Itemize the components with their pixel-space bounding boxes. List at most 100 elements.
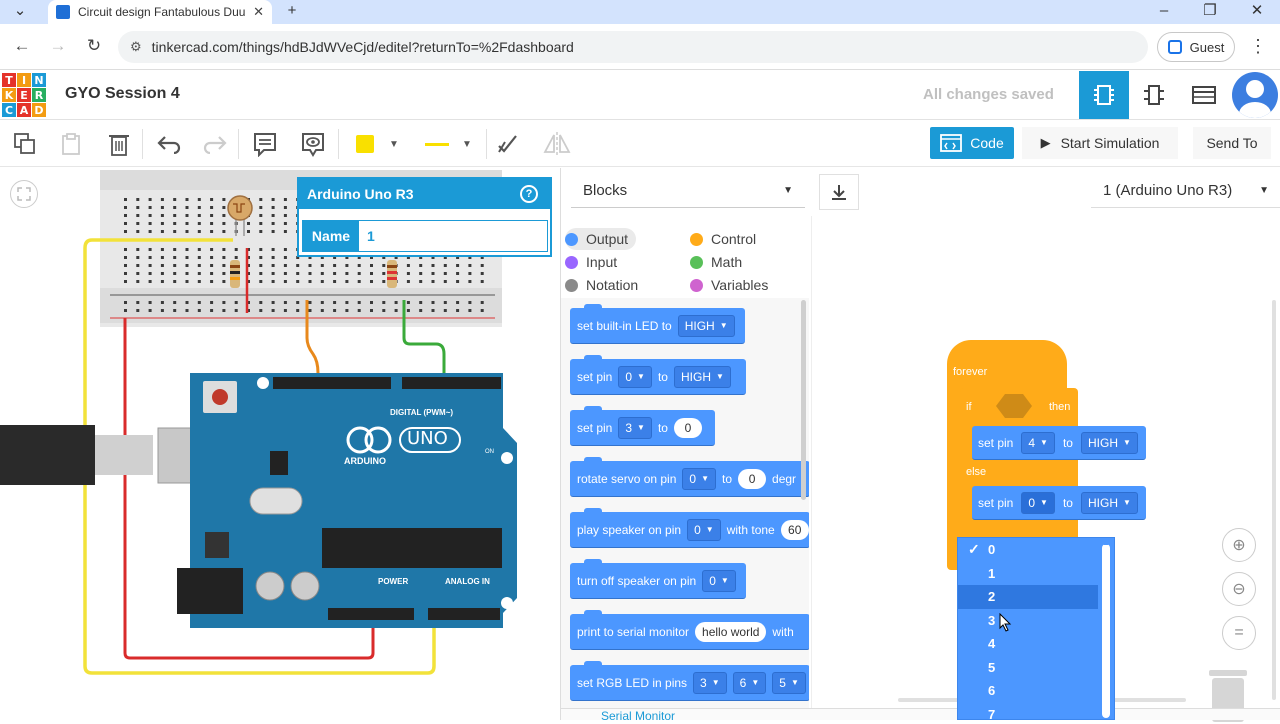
block-print-serial[interactable]: print to serial monitor hello world with [570,610,809,650]
pin-dropdown[interactable]: 0▼ [618,365,652,388]
dropdown-scrollbar[interactable]: ▲ [1102,538,1110,718]
pin-dropdown[interactable]: 5▼ [772,671,806,694]
category-notation[interactable]: Notation [565,274,638,296]
paste-icon[interactable] [56,129,86,159]
message-input[interactable]: hello world [695,621,767,642]
zoom-in-button[interactable]: ⊕ [1222,528,1256,562]
value-dropdown[interactable]: HIGH▼ [673,365,731,388]
flip-icon[interactable] [542,129,572,159]
dropdown-option[interactable]: 3 [958,609,1114,633]
resistor-1[interactable] [230,260,240,288]
zoom-reset-button[interactable]: = [1222,616,1256,650]
value-input[interactable]: 0 [673,417,702,438]
dropdown-option[interactable]: 1 [958,562,1114,586]
notes-icon[interactable] [250,129,280,159]
angle-input[interactable]: 0 [738,468,767,489]
dropdown-option[interactable]: 4 [958,632,1114,656]
zoom-out-button[interactable]: ⊖ [1222,572,1256,606]
block-turn-off-speaker[interactable]: turn off speaker on pin 0▼ [570,559,746,599]
fit-view-icon[interactable] [10,180,38,208]
dropdown-option[interactable]: 5 [958,656,1114,680]
circuit-view-button[interactable] [1079,71,1129,119]
tone-input[interactable]: 60 [780,519,809,540]
set-pin-block-if[interactable]: set pin 4▼ to HIGH▼ [972,426,1146,460]
code-workspace[interactable]: forever if then else set pin 4▼ to HIGH▼… [811,216,1280,722]
category-variables[interactable]: Variables [690,274,768,296]
back-icon[interactable]: ← [13,36,31,55]
wire-orange[interactable] [305,300,320,382]
block-rotate-servo[interactable]: rotate servo on pin 0▼ to 0 degr [570,457,809,497]
block-play-speaker[interactable]: play speaker on pin 0▼ with tone 60 [570,508,809,548]
dropdown-option[interactable]: ✓0 [958,538,1114,562]
category-control[interactable]: Control [690,228,756,250]
pin-dropdown[interactable]: 3▼ [693,671,727,694]
minimize-icon[interactable]: – [1159,2,1169,19]
dropdown-option[interactable]: 7 [958,703,1114,719]
code-mode-select[interactable]: Blocks ▼ [571,174,805,208]
wire-green[interactable] [402,300,446,382]
block-set-builtin-led[interactable]: set built-in LED to HIGH▼ [570,304,745,344]
undo-icon[interactable] [154,129,184,159]
color-dropdown-icon[interactable]: ▼ [389,138,399,150]
serial-monitor-bar[interactable]: Serial Monitor [561,708,1280,723]
component-list-view-button[interactable] [1179,71,1229,119]
dropdown-option[interactable]: 6 [958,679,1114,703]
delete-icon[interactable] [104,129,134,159]
help-icon[interactable]: ? [520,185,538,203]
redo-icon[interactable] [200,129,230,159]
profile-button[interactable]: Guest [1157,32,1235,62]
value-dropdown[interactable]: HIGH▼ [677,314,735,337]
pin-dropdown[interactable]: 0▼ [702,569,736,592]
restore-icon[interactable]: ❐ [1203,2,1217,19]
site-settings-icon[interactable]: ⚙ [130,39,142,54]
close-window-icon[interactable]: ✕ [1250,2,1264,19]
arduino-board[interactable] [177,373,517,628]
block-set-pin-value[interactable]: set pin 3▼ to 0 [570,406,715,446]
schematic-view-button[interactable] [1129,71,1179,119]
pin-dropdown[interactable]: 0▼ [682,467,717,490]
device-select[interactable]: 1 (Arduino Uno R3) ▼ [1091,174,1280,208]
pin-dropdown[interactable]: 0▼ [687,518,721,541]
category-input[interactable]: Input [565,251,617,273]
pin-dropdown[interactable]: 6▼ [732,671,767,694]
start-simulation-button[interactable]: ▶ Start Simulation [1022,127,1178,159]
code-button[interactable]: Code [930,127,1014,159]
address-bar[interactable]: ⚙ tinkercad.com/things/hdBJdWVeCjd/edite… [118,31,1148,63]
category-math[interactable]: Math [690,251,742,273]
value-dropdown[interactable]: HIGH▼ [1080,491,1138,514]
category-output[interactable]: Output [565,228,637,250]
browser-menu-icon[interactable]: ⋮ [1249,36,1267,56]
browser-tab[interactable]: Circuit design Fantabulous Duu ✕ [48,0,272,24]
close-tab-icon[interactable]: ✕ [253,4,264,19]
pin-dropdown[interactable]: 0▼ [1021,491,1055,514]
name-field[interactable]: 1 [367,228,375,244]
pin-dropdown[interactable]: 4▼ [1021,431,1055,454]
value-dropdown[interactable]: HIGH▼ [1080,431,1138,454]
send-to-button[interactable]: Send To [1193,127,1271,159]
palette-scrollbar[interactable] [801,300,806,500]
scroll-up-icon[interactable]: ▲ [1102,538,1110,547]
block-set-rgb-led[interactable]: set RGB LED in pins 3▼ 6▼ 5▼ [570,661,809,701]
condition-slot[interactable] [995,393,1033,419]
reload-icon[interactable]: ↻ [86,36,102,55]
forward-icon[interactable]: → [49,36,67,55]
new-tab-button[interactable]: + [287,2,297,19]
block-set-pin[interactable]: set pin 0▼ to HIGH▼ [570,355,746,395]
set-pin-block-else[interactable]: set pin 0▼ to HIGH▼ [972,486,1146,520]
wire-red-power[interactable] [123,318,375,660]
notes-visibility-icon[interactable] [298,129,328,159]
rotate-icon[interactable] [492,129,522,159]
dropdown-option[interactable]: 2 [958,585,1098,609]
wire-yellow[interactable] [83,238,436,675]
circuit-canvas[interactable]: UNO ARDUINO DIGITAL (PWM~) POWER ANALOG … [0,168,560,720]
project-title[interactable]: GYO Session 4 [65,85,180,102]
color-picker-button[interactable] [350,129,380,159]
if-else-block[interactable]: if then else [960,388,1078,548]
tab-search-icon[interactable]: ⌄ [13,2,27,19]
url-text[interactable]: tinkercad.com/things/hdBJdWVeCjd/editel?… [151,39,574,55]
wire-style-button[interactable] [420,129,454,159]
user-avatar[interactable] [1232,72,1278,118]
download-code-button[interactable] [819,174,859,210]
wire-style-dropdown-icon[interactable]: ▼ [462,138,472,150]
